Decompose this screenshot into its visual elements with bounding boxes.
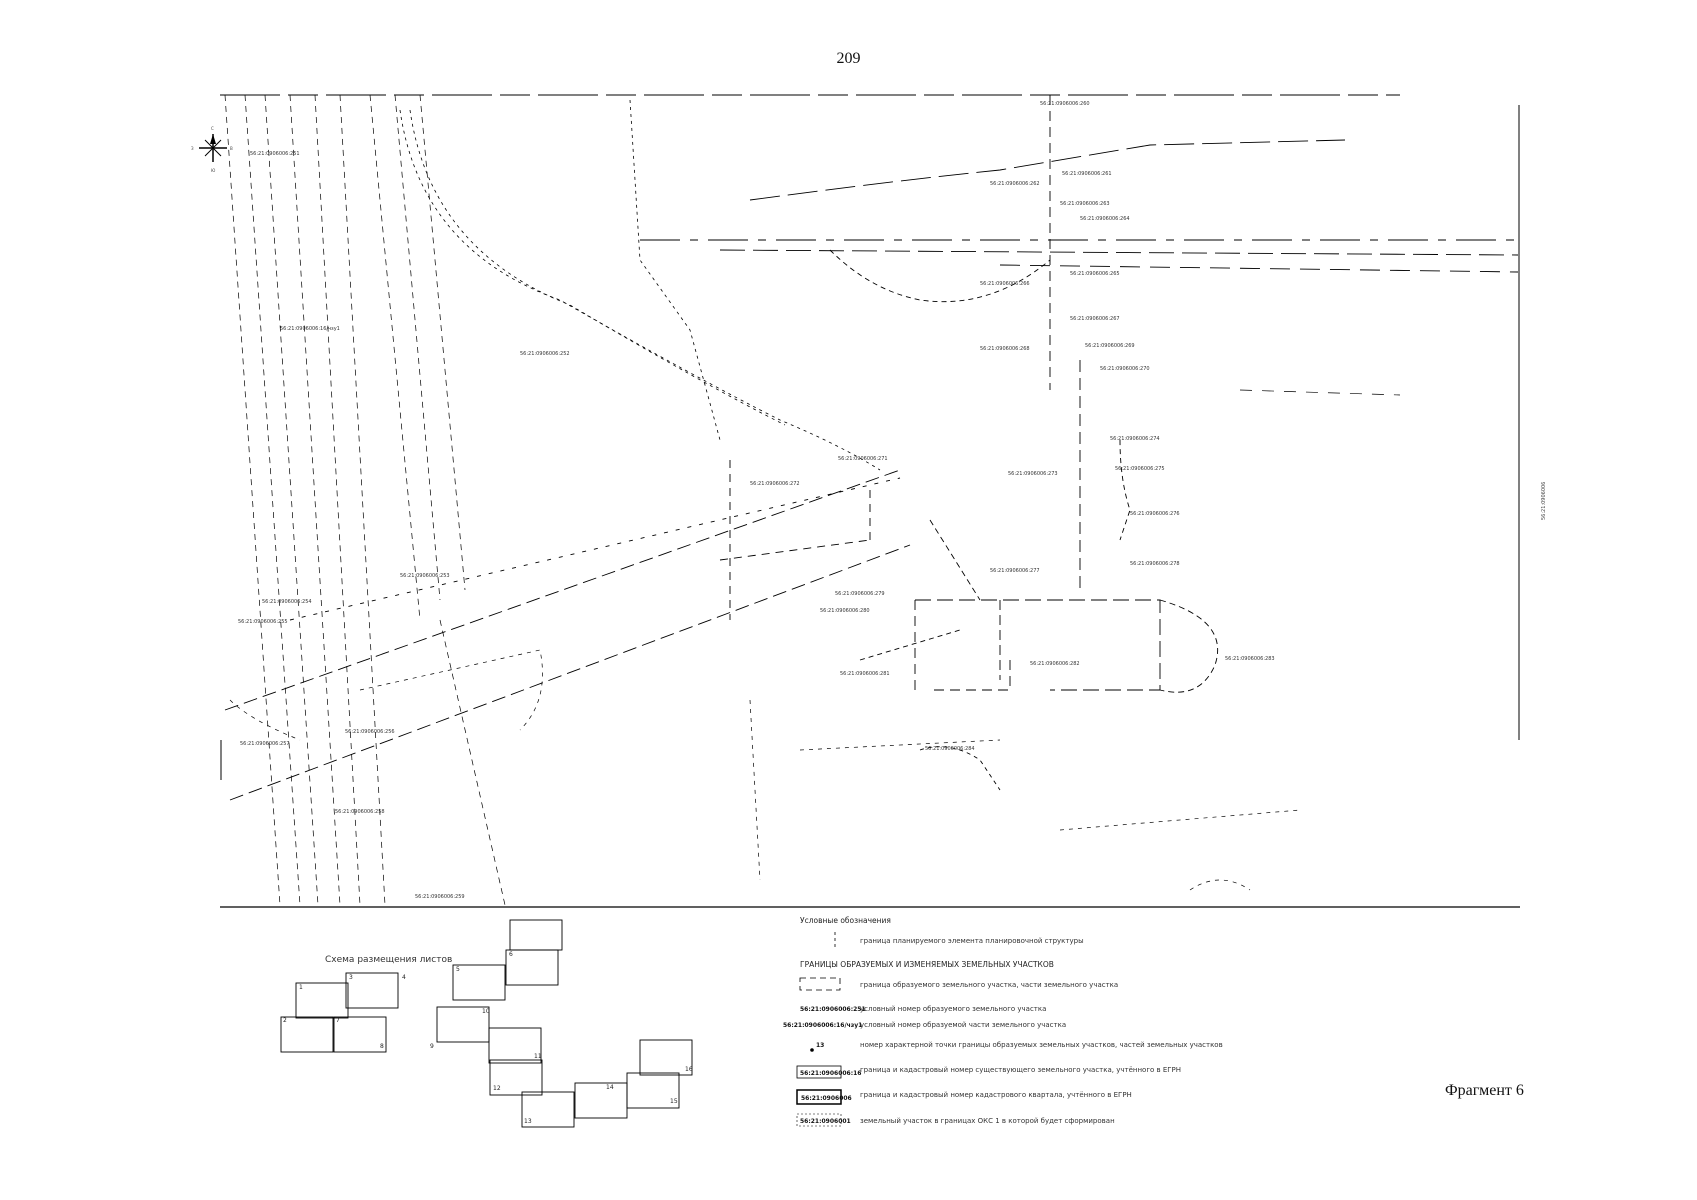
legend-symbol-code: 56:21:0906006:16 [800,1070,861,1077]
map-label: 56:21:0906006:264 [1080,216,1130,222]
sheet-number: 14 [606,1084,614,1091]
map-label: 56:21:0906006:283 [1225,656,1275,662]
sheet-number: 15 [670,1098,678,1105]
legend-symbol-code: 56:21:0906001 [800,1118,851,1125]
lower-features [229,389,1401,891]
sheet-number: 5 [456,966,460,973]
legend-symbol-box-bold [796,1089,842,1105]
curved-track [399,99,881,471]
map-label: 56:21:0906006:263 [1060,201,1110,207]
legend-section-heading: ГРАНИЦЫ ОБРАЗУЕМЫХ И ИЗМЕНЯЕМЫХ ЗЕМЕЛЬНЫ… [800,960,1054,969]
legend-item-text: граница планируемого элемента планировоч… [860,937,1084,945]
map-label: 56:21:0906006:259 [415,894,465,900]
sheet-number: 10 [482,1008,490,1015]
map-label: 56:21:0906006:269 [1085,343,1135,349]
map-label: 56:21:0906006:16/чзу1 [280,326,340,332]
map-label: 56:21:0906006:284 [925,746,975,752]
legend-item-text: земельный участок в границах ОКС 1 в кот… [860,1117,1115,1125]
compass-east-label: В [230,146,233,151]
highway [640,95,1519,390]
road-diagonal [224,469,911,801]
map-label: 56:21:0906006:282 [1030,661,1080,667]
legend-symbol-code: 56:21:0906006:16/чзу1 [783,1022,862,1029]
compass-south-label: Ю [211,168,216,173]
map-label: 56:21:0906006:271 [838,456,888,462]
map-label: 56:21:0906006:267 [1070,316,1120,322]
legend: Условные обозначения граница планируемог… [783,916,1223,1127]
map-label: 56:21:0906006:255 [238,619,288,625]
sheet-number: 7 [336,1017,340,1024]
legend-symbol-code: 56:21:0906006 [801,1095,852,1102]
legend-item-text: условный номер образуемой части земельно… [860,1021,1066,1029]
legend-item-text: номер характерной точки границы образуем… [860,1041,1223,1049]
legend-symbol-code: 56:21:0906006:251 [800,1006,866,1013]
field-strips [224,94,506,906]
legend-symbol-box [796,1065,842,1079]
legend-item-text: граница и кадастровый номер существующег… [860,1066,1181,1074]
map-label: 56:21:0906006:266 [980,281,1030,287]
map-label: 56:21:0906006:253 [400,573,450,579]
page-number: 209 [836,50,861,67]
sheet-numbers: 1 2 3 4 5 6 7 8 9 10 11 12 13 14 15 16 [283,951,693,1125]
scheme-title: Схема размещения листов [325,955,452,965]
map-frame [220,94,1520,908]
map-label: 56:21:0906006:273 [1008,471,1058,477]
compass-west-label: З [191,146,194,151]
sheet-number: 9 [430,1043,434,1050]
map-label: 56:21:0906006:257 [240,741,290,747]
sheet-number: 1 [299,984,303,991]
map-label: 56:21:0906006:280 [820,608,870,614]
legend-symbol-box-dotted [796,1113,842,1127]
map-label: 56:21:0906006:268 [980,346,1030,352]
map-label: 56:21:0906006:279 [835,591,885,597]
map-label: 56:21:0906006:254 [262,599,312,605]
map-label: 56:21:0906006:261 [1062,171,1112,177]
legend-symbol-point [810,1048,814,1052]
map-label: 56:21:0906006:281 [840,671,890,677]
map-label: 56:21:0906006:272 [750,481,800,487]
sheet-number: 6 [509,951,513,958]
map-label: 56:21:0906006:256 [345,729,395,735]
sheet-layout-scheme [280,919,693,1128]
sheet-number: 13 [524,1118,532,1125]
sheet-number: 4 [402,974,406,981]
legend-item-text: граница образуемого земельного участка, … [860,981,1118,989]
map-label: 56:21:0906006:251 [250,151,300,157]
legend-item-text: условный номер образуемого земельного уч… [860,1005,1046,1013]
map-labels: 56:21:0906006:251 56:21:0906006:16/чзу1 … [238,101,1275,900]
map-label: 56:21:0906006:277 [990,568,1040,574]
central-parcels [719,360,1219,791]
map-label: 56:21:0906006:275 [1115,466,1165,472]
map-label: 56:21:0906006:252 [520,351,570,357]
map-label: 56:21:0906006:274 [1110,436,1160,442]
compass-rose: С Ю З В [191,126,233,173]
map-label: 56:21:0906006:265 [1070,271,1120,277]
map-label: 56:21:0906006:276 [1130,511,1180,517]
sheet-number: 3 [349,974,353,981]
sheet-number: 16 [685,1066,693,1073]
map-label: 56:21:0906006:278 [1130,561,1180,567]
compass-north-label: С [211,126,214,131]
sheet-number: 11 [534,1053,542,1060]
sheet-number: 12 [493,1085,501,1092]
legend-symbol-parcel [799,977,841,991]
sheet-number: 2 [283,1017,287,1024]
map-label: 56:21:0906006:258 [335,809,385,815]
fragment-label: Фрагмент 6 [1445,1082,1524,1099]
map-label: 56:21:0906006:262 [990,181,1040,187]
legend-item-text: граница и кадастровый номер кадастрового… [860,1091,1132,1099]
legend-symbol-code: 13 [816,1042,824,1049]
legend-title: Условные обозначения [800,916,891,925]
map-label: 56:21:0906006:260 [1040,101,1090,107]
side-label: 56:21:0906006 [1541,482,1547,520]
map-label: 56:21:0906006:270 [1100,366,1150,372]
sheet-number: 8 [380,1043,384,1050]
